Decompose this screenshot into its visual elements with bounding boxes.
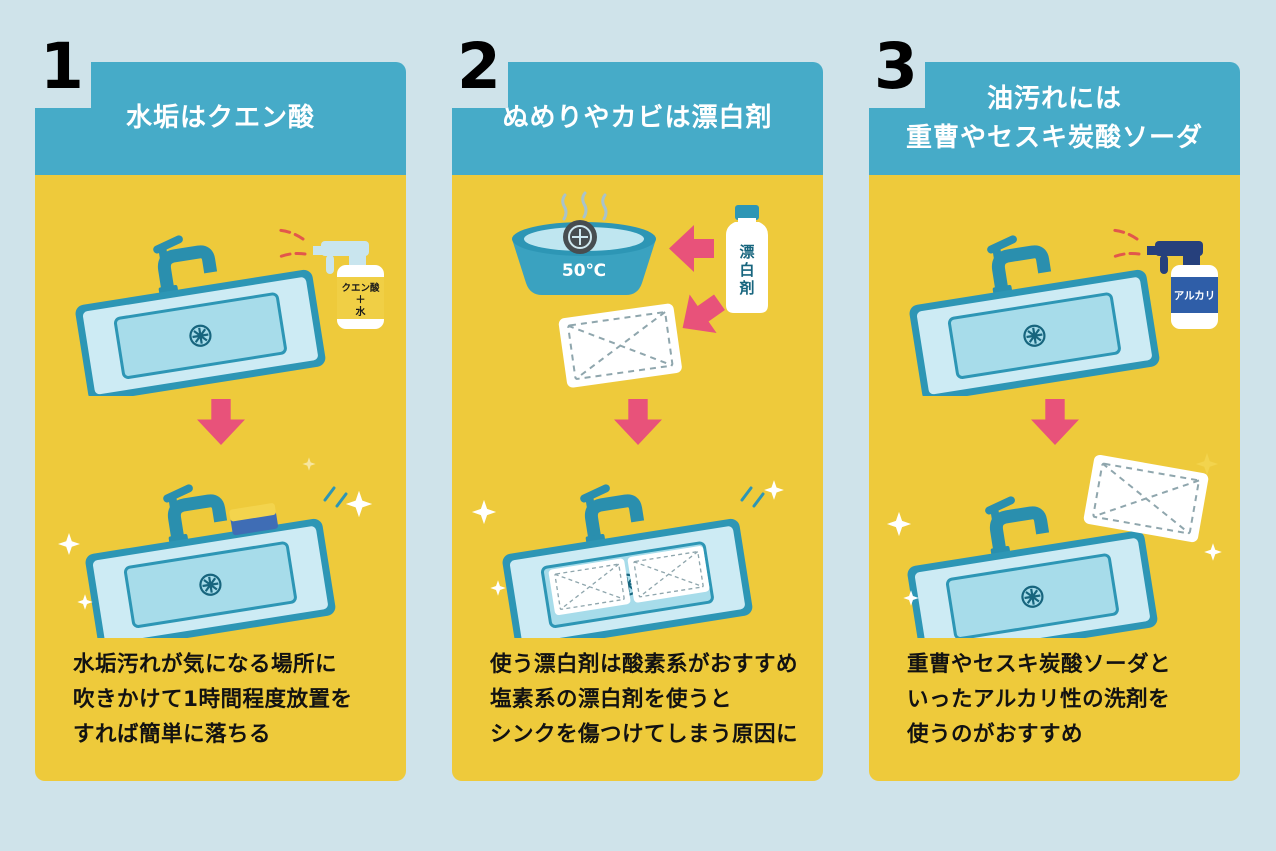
spray-label-line-2: ＋ — [355, 294, 365, 306]
alkali-spray-bottle-icon: アルカリ — [1146, 241, 1218, 329]
sink-icon — [65, 215, 326, 396]
sparkle-icon — [301, 457, 316, 471]
citric-acid-spray-bottle-icon: クエン酸 ＋ 水 — [312, 241, 384, 329]
bleach-label-char-1: 漂 — [739, 243, 754, 261]
sink-icon — [492, 464, 753, 638]
sparkle-icon — [886, 511, 911, 537]
drain-cover-mat-icon — [556, 301, 684, 390]
panel-1-clean-sink-illustration — [57, 448, 372, 638]
panel-3-body: アルカリ 重曹や — [869, 175, 1240, 781]
shine-ticks-icon — [323, 486, 347, 508]
panel-3-card: 油汚れには 重曹やセスキ炭酸ソーダ 3 — [869, 35, 1240, 781]
bleach-label-char-2: 白 — [739, 261, 754, 279]
panel-1-header: 水垢はクエン酸 — [35, 62, 406, 175]
left-down-arrow-icon — [668, 283, 733, 348]
panel-1-description: 水垢汚れが気になる場所に 吹きかけて1時間程度放置を すれば簡単に落ちる — [73, 652, 353, 747]
basin-temperature-label: 50℃ — [561, 261, 605, 281]
sparkle-icon — [1203, 543, 1222, 561]
corner-notch — [35, 62, 91, 108]
shine-ticks-icon — [740, 486, 764, 508]
spray-lines-icon — [1107, 228, 1140, 260]
spray-label-line-3: 水 — [354, 305, 366, 318]
panel-2-body: 50℃ 漂 白 剤 — [452, 175, 823, 781]
panel-2-description: 使う漂白剤は酸素系がおすすめ 塩素系の漂白剤を使うと シンクを傷つけてしまう原因… — [490, 652, 799, 747]
panel-2-header: ぬめりやカビは漂白剤 — [452, 62, 823, 175]
left-arrow-icon — [668, 225, 714, 272]
panel-3-title: 油汚れには 重曹やセスキ炭酸ソーダ — [905, 83, 1203, 153]
panel-2-clean-sink-illustration — [471, 448, 784, 638]
down-arrow-icon — [1030, 396, 1079, 448]
sink-icon — [899, 215, 1160, 396]
spray-label-line-1: クエン酸 — [341, 282, 380, 294]
panel-2-card: ぬめりやカビは漂白剤 2 — [452, 35, 823, 781]
panel-3-dirty-sink-illustration: アルカリ — [885, 191, 1218, 396]
sparkle-icon — [1195, 453, 1218, 475]
corner-notch — [869, 62, 925, 108]
bleach-label-char-3: 剤 — [738, 279, 754, 297]
spray-lines-icon — [273, 228, 306, 260]
panel-1-number: 1 — [40, 30, 84, 103]
steam-icon — [560, 191, 607, 221]
sparkle-icon — [76, 594, 93, 610]
down-arrow-icon — [613, 396, 662, 448]
panel-2-title: ぬめりやカビは漂白剤 — [502, 103, 773, 133]
panel-3-number: 3 — [874, 30, 918, 103]
spray-label: アルカリ — [1173, 290, 1215, 302]
panel-3-clean-sink-illustration — [886, 453, 1222, 638]
panel-1-title: 水垢はクエン酸 — [125, 103, 315, 133]
sparkle-icon — [471, 499, 496, 525]
soaking-basin-icon: 50℃ — [511, 220, 656, 295]
drain-cover-mat-icon — [1081, 453, 1210, 545]
sparkle-icon — [345, 490, 372, 518]
corner-notch — [452, 62, 508, 108]
panel-1-body: クエン酸 ＋ 水 — [35, 175, 406, 781]
sponge-icon — [228, 503, 278, 536]
sparkle-icon — [57, 533, 80, 555]
panel-2-soaking-illustration: 50℃ 漂 白 剤 — [511, 191, 768, 390]
panel-2-number: 2 — [457, 30, 501, 103]
panel-1-dirty-sink-illustration: クエン酸 ＋ 水 — [51, 191, 384, 396]
sink-icon — [75, 464, 336, 638]
drain-parts-icon — [562, 220, 597, 254]
panel-3-description: 重曹やセスキ炭酸ソーダと いったアルカリ性の洗剤を 使うのがおすすめ — [907, 652, 1172, 747]
cards-row: 水垢はクエン酸 1 — [35, 35, 1240, 781]
sparkle-icon — [763, 480, 784, 500]
bleach-bottle-icon: 漂 白 剤 — [725, 205, 768, 313]
panel-1-card: 水垢はクエン酸 1 — [35, 35, 406, 781]
sparkle-icon — [489, 580, 506, 596]
down-arrow-icon — [196, 396, 245, 448]
panel-3-header: 油汚れには 重曹やセスキ炭酸ソーダ — [869, 62, 1240, 175]
